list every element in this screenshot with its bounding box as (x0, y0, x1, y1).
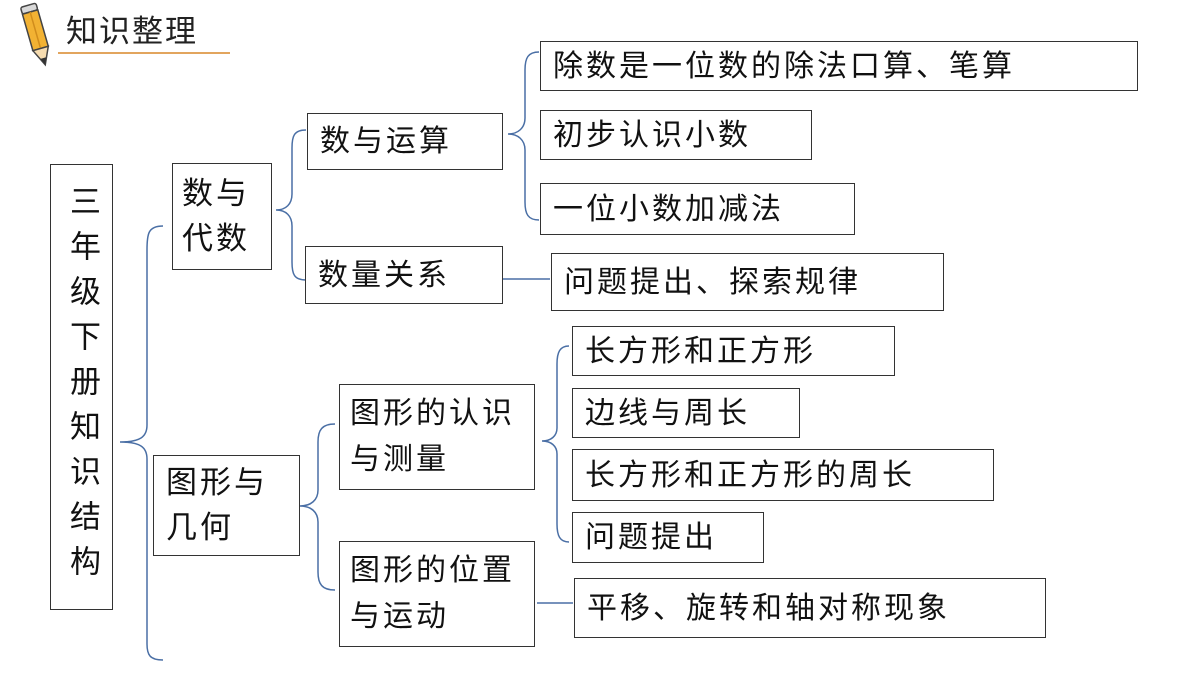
node-shape-measurement: 图形的认识与测量 (339, 384, 535, 490)
node-position-motion: 图形的位置与运动 (339, 541, 535, 647)
geometry-bracket (299, 423, 336, 591)
header: 知识整理 (14, 0, 234, 67)
leaf-decimal-add-sub: 一位小数加减法 (540, 183, 855, 235)
leaf-transformations: 平移、旋转和轴对称现象 (574, 578, 1046, 638)
branch-geometry: 图形与几何 (153, 455, 300, 556)
branch-algebra: 数与代数 (172, 163, 272, 270)
leaf-rect-square: 长方形和正方形 (572, 326, 895, 376)
header-underline (58, 52, 230, 54)
leaf-problem-patterns: 问题提出、探索规律 (551, 253, 944, 311)
leaf-division: 除数是一位数的除法口算、笔算 (540, 41, 1138, 91)
header-title: 知识整理 (66, 14, 198, 50)
node-quantity-relation: 数量关系 (305, 246, 503, 304)
leaf-rect-square-perimeter: 长方形和正方形的周长 (572, 449, 994, 501)
operations-bracket (507, 51, 540, 221)
leaf-problem-posing: 问题提出 (572, 512, 764, 563)
leaf-edge-perimeter: 边线与周长 (572, 388, 800, 438)
pencil-icon (20, 2, 50, 67)
leaf-decimals-intro: 初步认识小数 (540, 110, 812, 160)
root-bracket (119, 225, 164, 661)
measurement-bracket (541, 345, 570, 543)
node-operations: 数与运算 (307, 113, 503, 170)
root-node: 三年级下册知识结构 (50, 164, 113, 610)
algebra-bracket (275, 129, 307, 281)
